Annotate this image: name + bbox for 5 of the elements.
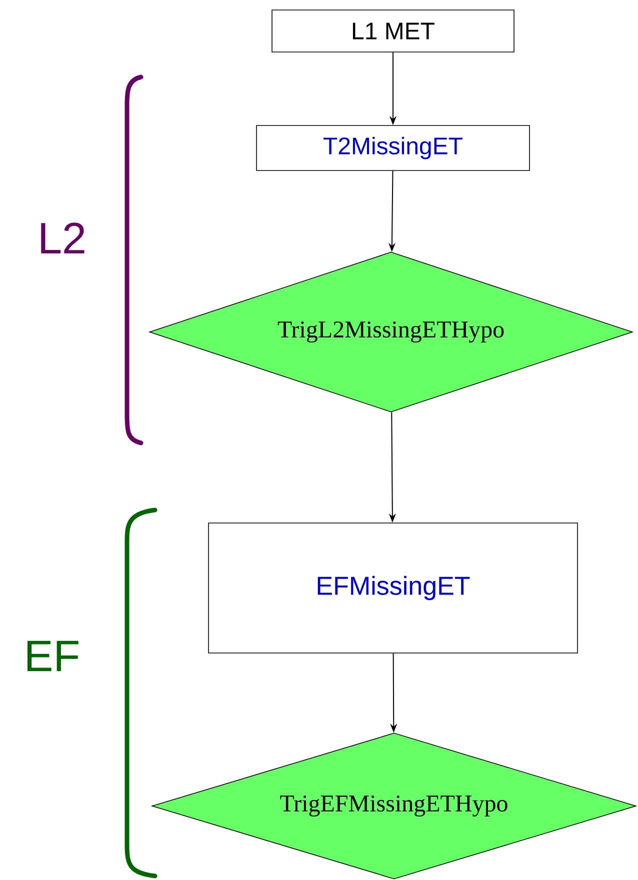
process-box: L1 MET	[272, 10, 514, 52]
process-box: T2MissingET	[256, 125, 530, 171]
process-box: EFMissingET	[208, 522, 578, 654]
stage-label: L2	[41, 222, 84, 254]
stage-label: EF	[28, 640, 78, 672]
